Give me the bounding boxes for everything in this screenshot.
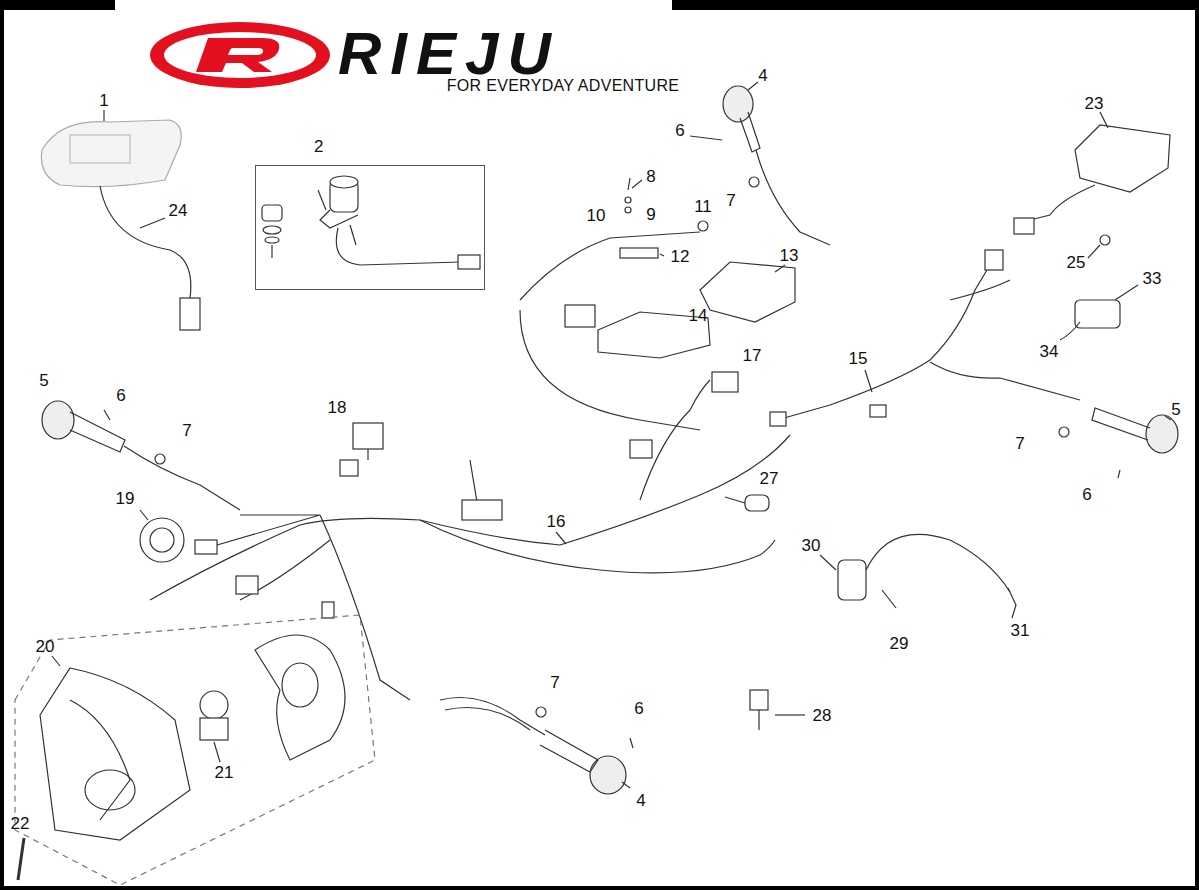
callout-number: 15 bbox=[847, 349, 870, 368]
callout-number: 2 bbox=[314, 138, 323, 155]
callout-number: 11 bbox=[692, 197, 714, 216]
callout-number: 5 bbox=[37, 371, 50, 390]
callout-number: 28 bbox=[811, 706, 834, 725]
callout-number: 14 bbox=[687, 306, 710, 325]
callout-number: 33 bbox=[1141, 269, 1164, 288]
callout-number: 6 bbox=[673, 121, 686, 140]
callout-number: 6 bbox=[1080, 485, 1093, 504]
callout-number: 1 bbox=[97, 91, 110, 110]
callout-number: 19 bbox=[114, 489, 137, 508]
callout-number: 9 bbox=[644, 205, 657, 224]
callout-number: 29 bbox=[888, 634, 911, 653]
brand-logo bbox=[150, 22, 330, 88]
callout-number: 13 bbox=[778, 246, 801, 265]
callout-number: 7 bbox=[180, 421, 193, 440]
callout-number: 8 bbox=[644, 167, 657, 186]
callout-number: 17 bbox=[741, 346, 764, 365]
wiring-drawing bbox=[15, 82, 1178, 885]
callout-number: 10 bbox=[585, 206, 608, 225]
callout-number: 30 bbox=[800, 536, 823, 555]
callout-number: 5 bbox=[1169, 400, 1182, 419]
callout-number: 4 bbox=[756, 66, 769, 85]
callout-number: 34 bbox=[1038, 342, 1061, 361]
callout-number: 31 bbox=[1009, 621, 1032, 640]
part-group-box: 2 bbox=[255, 165, 485, 290]
callout-number: 16 bbox=[545, 512, 568, 531]
callout-number: 27 bbox=[758, 469, 781, 488]
callout-number: 7 bbox=[724, 191, 737, 210]
callout-number: 25 bbox=[1065, 253, 1088, 272]
callout-number: 12 bbox=[669, 247, 692, 266]
brand-name: RIEJU bbox=[338, 24, 560, 84]
callout-number: 18 bbox=[326, 398, 349, 417]
callout-number: 21 bbox=[213, 763, 236, 782]
brand-tagline: FOR EVERYDAY ADVENTURE bbox=[445, 77, 681, 95]
callout-number: 6 bbox=[114, 386, 127, 405]
callout-number: 20 bbox=[34, 637, 57, 656]
callout-number: 24 bbox=[167, 201, 190, 220]
callout-number: 7 bbox=[1013, 434, 1026, 453]
callout-number: 23 bbox=[1083, 94, 1106, 113]
callout-number: 6 bbox=[632, 699, 645, 718]
callout-number: 22 bbox=[9, 814, 32, 833]
callout-number: 7 bbox=[548, 673, 561, 692]
callout-number: 4 bbox=[634, 791, 647, 810]
